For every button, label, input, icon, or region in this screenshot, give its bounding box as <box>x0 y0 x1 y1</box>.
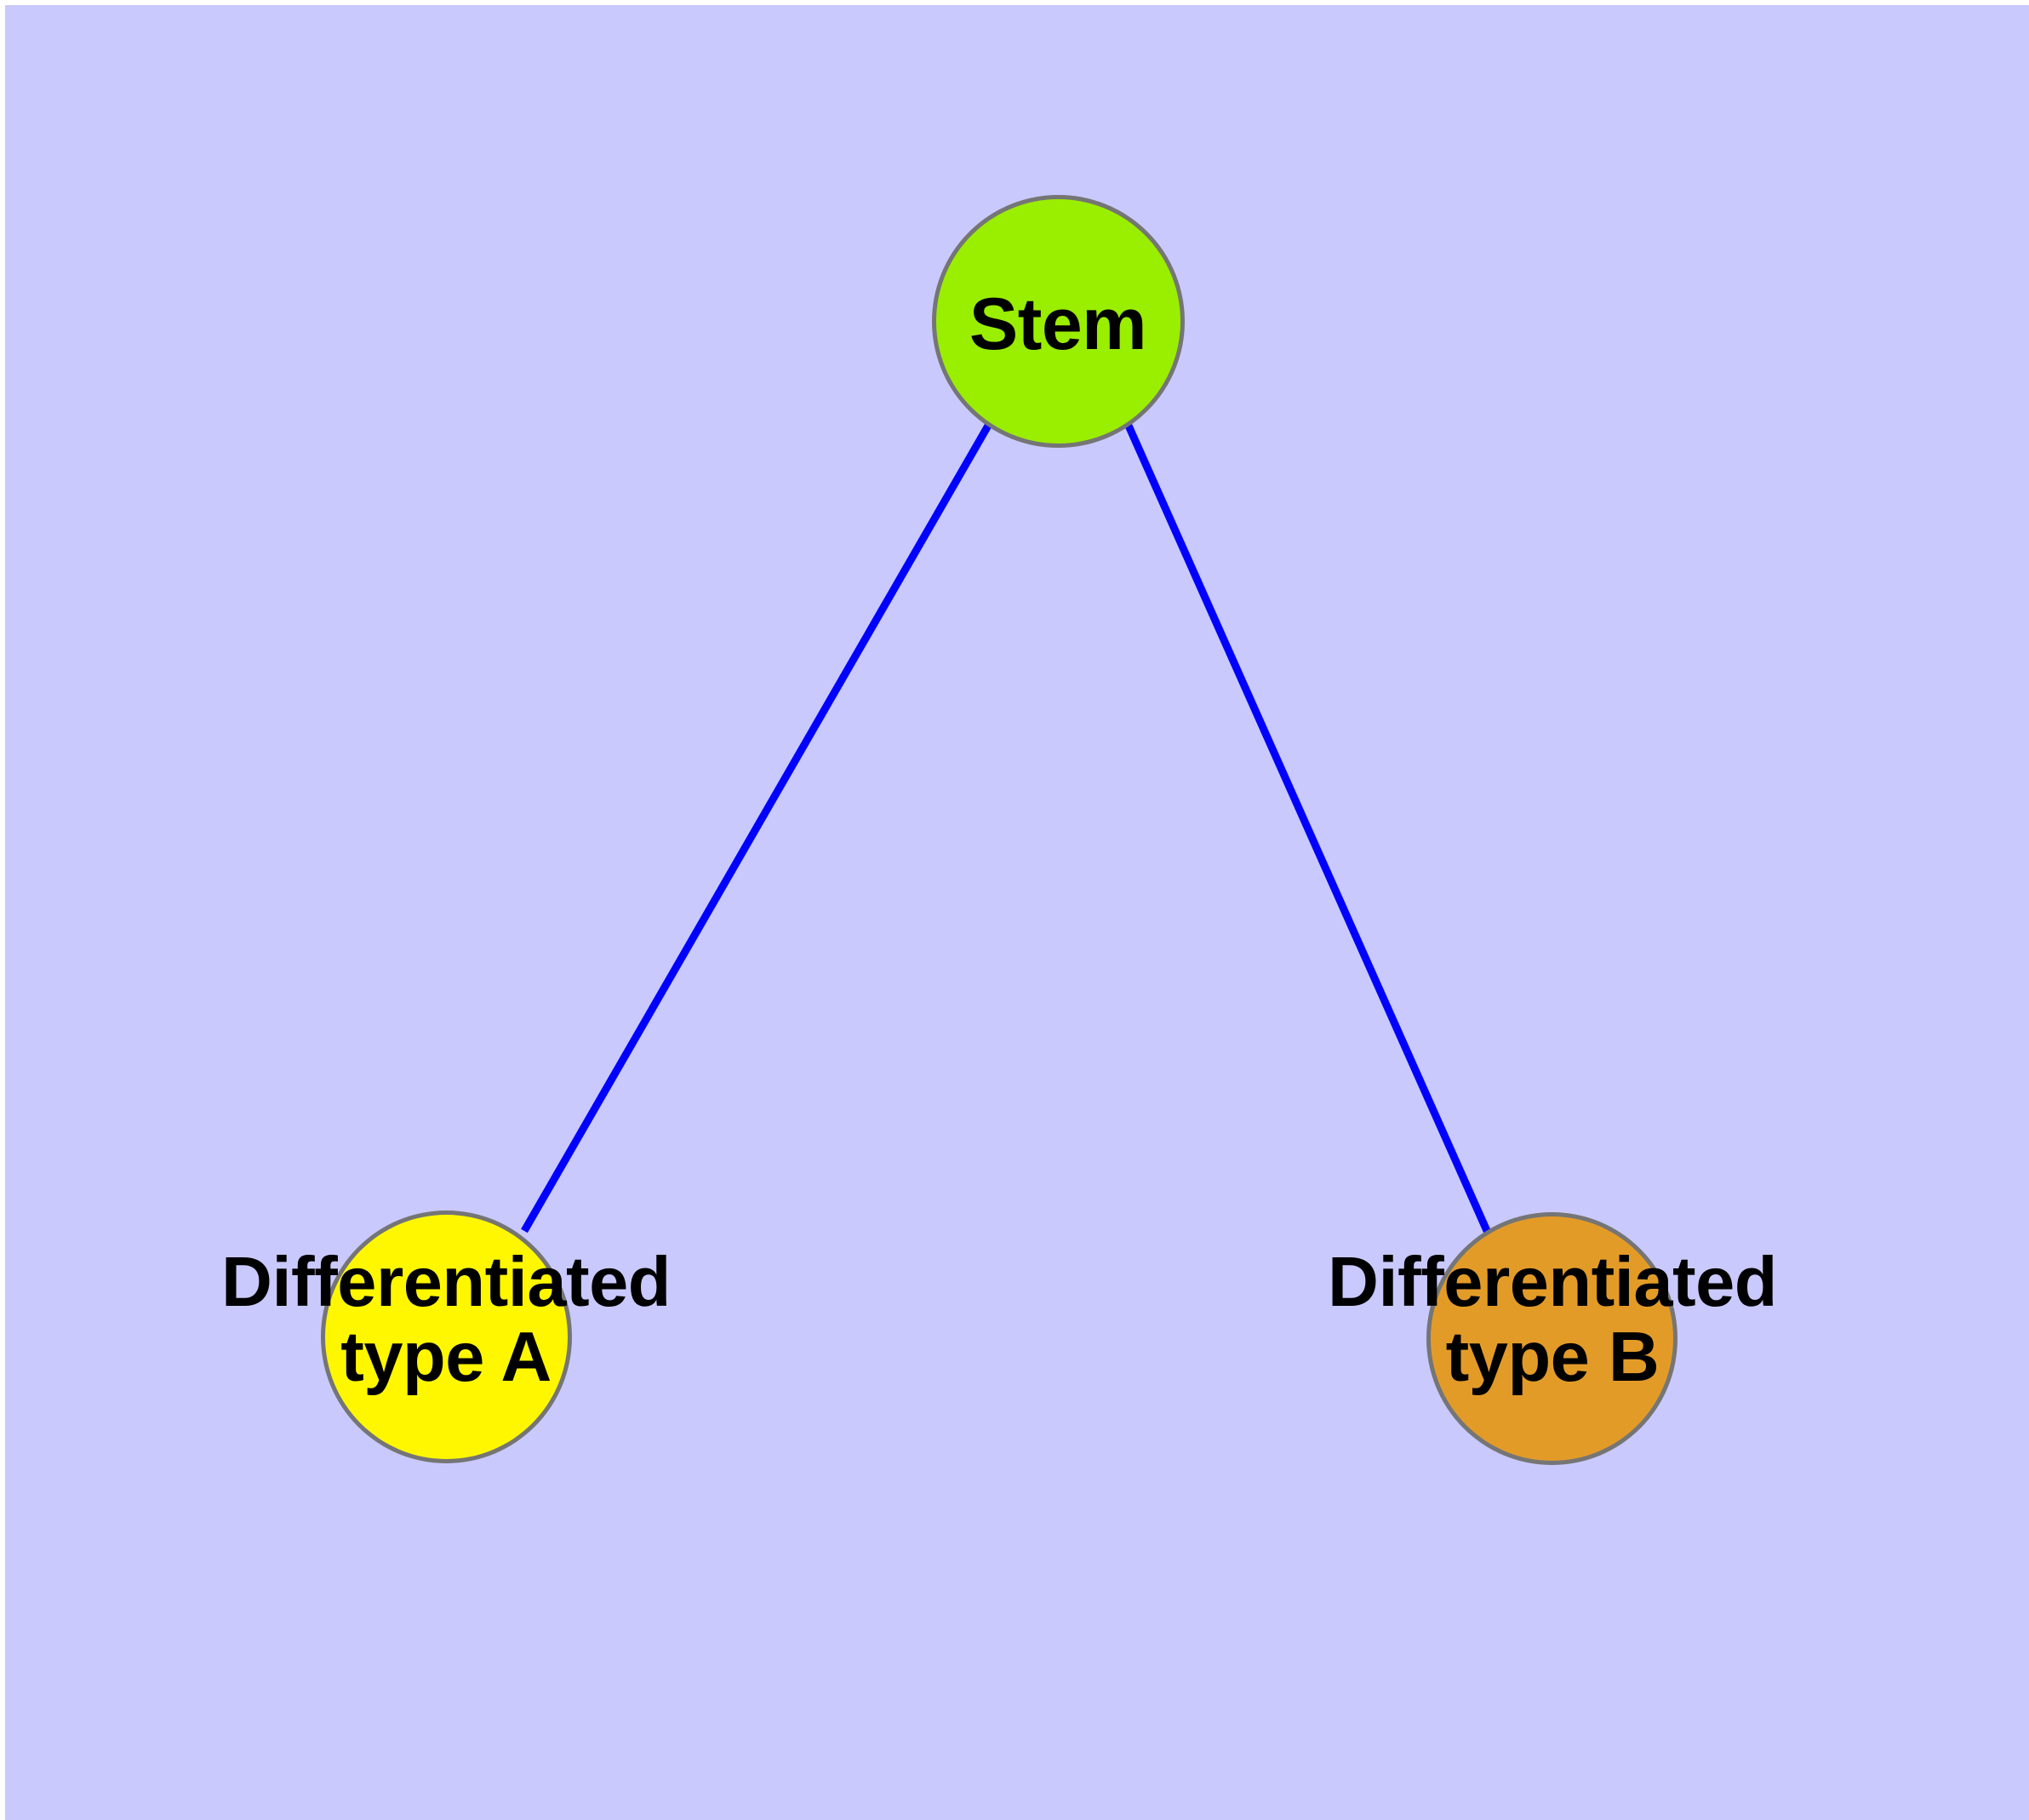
edge-layer <box>521 423 1492 1234</box>
edge-stem-to-diff-a[interactable] <box>521 423 992 1233</box>
node-stem[interactable] <box>932 195 1185 448</box>
node-differentiated-type-b[interactable] <box>1426 1212 1677 1465</box>
node-differentiated-type-a[interactable] <box>321 1210 572 1463</box>
edge-stem-to-diff-b[interactable] <box>1124 424 1492 1234</box>
